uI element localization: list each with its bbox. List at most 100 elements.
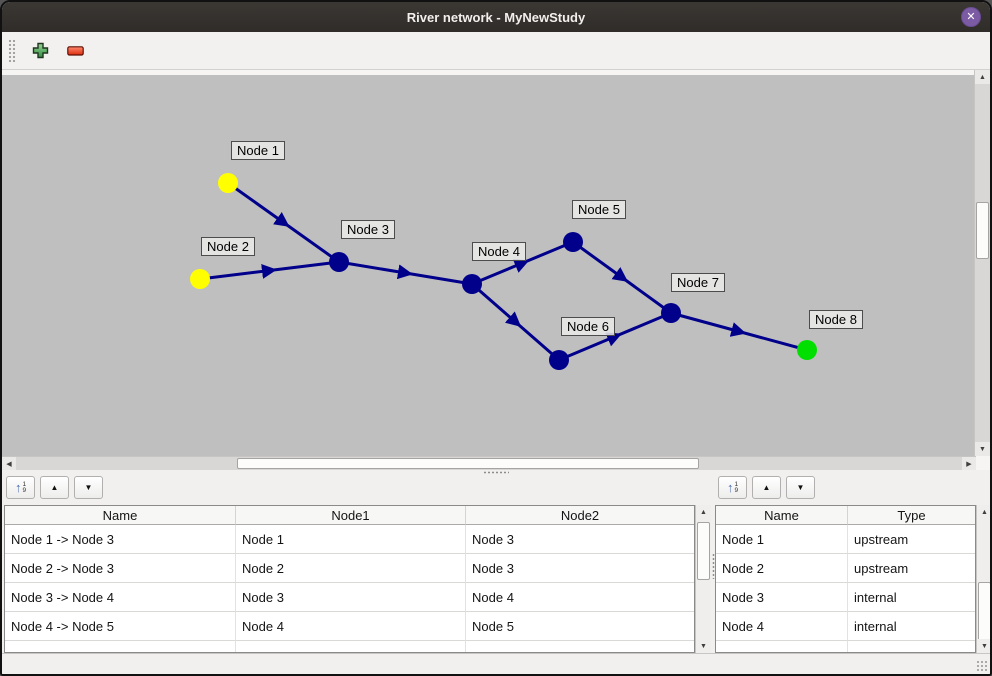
table-cell[interactable]: upstream <box>848 525 975 554</box>
table-cell[interactable] <box>848 641 975 652</box>
resize-grip-icon[interactable] <box>976 660 988 672</box>
table-cell[interactable]: Node 4 -> Node 5 <box>5 612 236 641</box>
graph-edge[interactable] <box>471 282 560 362</box>
table-cell[interactable]: Node 2 -> Node 3 <box>5 554 236 583</box>
nodes-table-scrollbar[interactable]: ▲ ▼ <box>976 505 990 653</box>
graph-edge[interactable] <box>558 311 672 362</box>
scroll-up-icon[interactable]: ▲ <box>975 70 990 84</box>
graph-node[interactable] <box>549 350 569 370</box>
node-label[interactable]: Node 8 <box>809 310 863 329</box>
titlebar[interactable]: River network - MyNewStudy ✕ <box>2 2 990 32</box>
graph-node[interactable] <box>190 269 210 289</box>
vertical-scroll-thumb[interactable] <box>978 582 990 642</box>
graph-edge[interactable] <box>338 260 473 286</box>
node-label[interactable]: Node 1 <box>231 141 285 160</box>
scroll-down-icon[interactable]: ▼ <box>975 442 990 456</box>
nodes-move-down-button[interactable]: ▼ <box>786 476 815 499</box>
table-cell[interactable]: Node 3 <box>236 583 466 612</box>
graph-node[interactable] <box>462 274 482 294</box>
node-label[interactable]: Node 6 <box>561 317 615 336</box>
column-header[interactable]: Name <box>5 506 236 525</box>
column-header[interactable]: Node2 <box>466 506 694 525</box>
table-cell[interactable] <box>5 641 236 652</box>
table-cell[interactable]: internal <box>848 612 975 641</box>
window-title: River network - MyNewStudy <box>406 9 586 25</box>
node-label[interactable]: Node 3 <box>341 220 395 239</box>
network-graph <box>190 173 817 370</box>
node-label[interactable]: Node 7 <box>671 273 725 292</box>
scroll-down-icon[interactable]: ▼ <box>696 639 711 653</box>
table-cell[interactable]: Node 2 <box>236 554 466 583</box>
pane-splitter[interactable] <box>2 470 990 475</box>
table-row[interactable] <box>5 641 694 652</box>
scroll-up-icon[interactable]: ▲ <box>977 505 990 519</box>
scroll-down-icon[interactable]: ▼ <box>977 639 990 653</box>
table-cell[interactable]: Node 3 <box>466 554 694 583</box>
graph-edge[interactable] <box>199 260 340 281</box>
links-table-scrollbar[interactable]: ▲ ▼ <box>695 505 711 653</box>
table-cell[interactable]: Node 4 <box>236 612 466 641</box>
table-cell[interactable]: Node 1 <box>716 525 848 554</box>
network-canvas[interactable]: Node 1 Node 2 Node 3 Node 4 Node 5 Node 6 Node… <box>2 75 976 456</box>
horizontal-scroll-thumb[interactable] <box>237 458 699 469</box>
node-label[interactable]: Node 4 <box>472 242 526 261</box>
graph-node[interactable] <box>661 303 681 323</box>
table-cell[interactable]: Node 4 <box>716 612 848 641</box>
graph-node[interactable] <box>797 340 817 360</box>
nodes-move-up-button[interactable]: ▲ <box>752 476 781 499</box>
graph-edge[interactable] <box>572 240 672 315</box>
node-label[interactable]: Node 5 <box>572 200 626 219</box>
links-move-down-button[interactable]: ▼ <box>74 476 103 499</box>
remove-button[interactable] <box>65 44 86 58</box>
table-row[interactable] <box>716 641 975 652</box>
table-cell[interactable]: Node 3 <box>466 525 694 554</box>
vertical-scroll-thumb[interactable] <box>697 522 710 580</box>
table-cell[interactable] <box>716 641 848 652</box>
links-move-up-button[interactable]: ▲ <box>40 476 69 499</box>
add-button[interactable] <box>30 40 51 61</box>
column-header[interactable]: Name <box>716 506 848 525</box>
canvas-vertical-scrollbar[interactable]: ▲ ▼ <box>974 70 990 456</box>
table-cell[interactable]: Node 5 <box>466 612 694 641</box>
graph-edge[interactable] <box>227 181 340 264</box>
table-cell[interactable]: Node 3 -> Node 4 <box>5 583 236 612</box>
table-cell[interactable] <box>466 641 694 652</box>
node-label[interactable]: Node 2 <box>201 237 255 256</box>
graph-node[interactable] <box>329 252 349 272</box>
column-header[interactable]: Type <box>848 506 975 525</box>
column-header[interactable]: Node1 <box>236 506 466 525</box>
toolbar-drag-handle[interactable] <box>8 38 16 63</box>
scroll-left-icon[interactable]: ◀ <box>2 457 16 470</box>
table-cell[interactable] <box>236 641 466 652</box>
graph-edge[interactable] <box>471 240 574 286</box>
table-cell[interactable]: upstream <box>848 554 975 583</box>
close-button[interactable]: ✕ <box>961 7 981 27</box>
graph-edge[interactable] <box>670 311 808 352</box>
table-cell[interactable]: Node 1 -> Node 3 <box>5 525 236 554</box>
scroll-up-icon[interactable]: ▲ <box>696 505 711 519</box>
table-cell[interactable]: Node 4 <box>466 583 694 612</box>
canvas-horizontal-scrollbar[interactable]: ◀ ▶ <box>2 456 976 470</box>
vertical-scroll-thumb[interactable] <box>976 202 989 259</box>
table-cell[interactable]: Node 1 <box>236 525 466 554</box>
table-cell[interactable]: Node 2 <box>716 554 848 583</box>
graph-node[interactable] <box>563 232 583 252</box>
tables-splitter[interactable] <box>712 553 716 579</box>
table-cell[interactable]: internal <box>848 583 975 612</box>
table-cell[interactable]: Node 3 <box>716 583 848 612</box>
scroll-right-icon[interactable]: ▶ <box>962 457 976 470</box>
graph-node[interactable] <box>218 173 238 193</box>
